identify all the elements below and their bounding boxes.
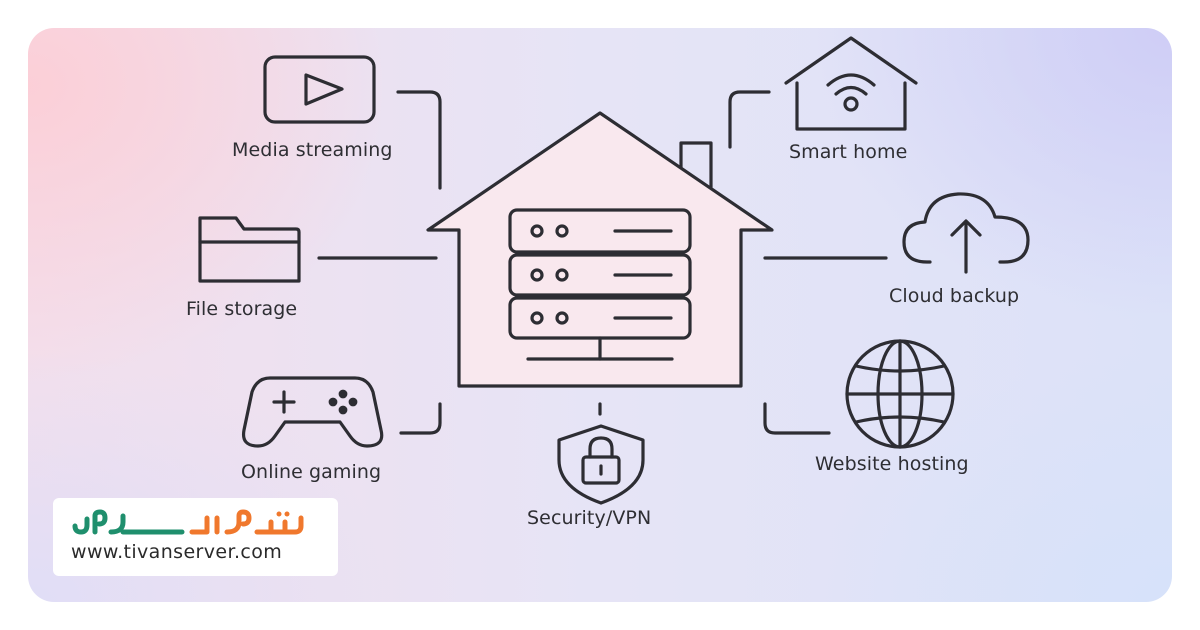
folder-icon bbox=[198, 216, 301, 283]
cloud-upload-icon bbox=[902, 192, 1030, 274]
globe-icon bbox=[845, 339, 955, 449]
brand-logo-box: www.tivanserver.com bbox=[53, 498, 338, 576]
shield-lock-icon bbox=[557, 424, 645, 505]
label-security-vpn: Security/VPN bbox=[527, 507, 652, 529]
smart-home-icon bbox=[784, 36, 918, 131]
label-website-hosting: Website hosting bbox=[815, 453, 969, 475]
play-icon bbox=[263, 55, 376, 124]
server-rack-icon bbox=[508, 208, 692, 361]
label-smart-home: Smart home bbox=[789, 141, 908, 163]
connector-lines bbox=[317, 90, 888, 435]
label-cloud-backup: Cloud backup bbox=[889, 285, 1020, 307]
brand-wordmark-logo bbox=[72, 509, 304, 535]
gamepad-icon bbox=[241, 376, 384, 448]
brand-url[interactable]: www.tivanserver.com bbox=[71, 541, 283, 563]
label-online-gaming: Online gaming bbox=[241, 461, 382, 483]
label-media-streaming: Media streaming bbox=[232, 139, 393, 161]
label-file-storage: File storage bbox=[186, 298, 298, 320]
